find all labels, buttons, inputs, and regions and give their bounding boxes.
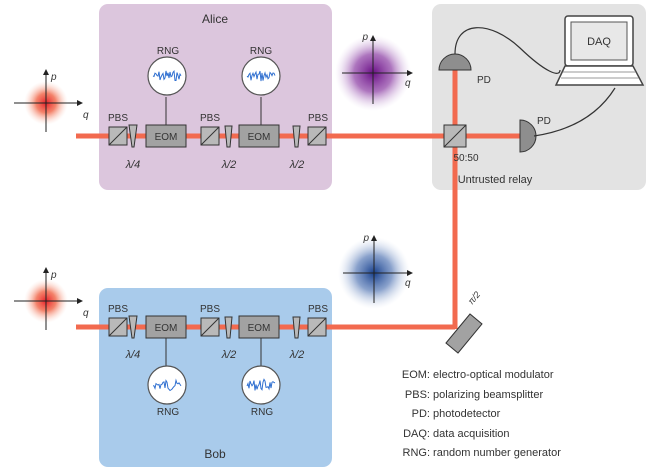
legend-text: data acquisition	[430, 427, 510, 440]
bob-pbs-3: PBS	[307, 304, 328, 337]
bob-half-waveplate-1: λ/2	[221, 316, 237, 361]
alice-rng-1: RNG	[147, 46, 187, 96]
axis-q-label: q	[83, 110, 89, 121]
photodetector-right: PD	[519, 116, 551, 153]
cable-right	[533, 87, 616, 137]
svg-text:EOM: EOM	[155, 132, 178, 143]
alice-eom-2: EOM	[238, 97, 280, 148]
alice-source-state: p q	[14, 69, 89, 132]
relay-components: 50:50 PD PD DAQ	[438, 15, 645, 164]
alice-pbs-1: PBS	[108, 113, 128, 146]
svg-text:λ/2: λ/2	[289, 159, 305, 171]
axis-p-label: p	[50, 72, 57, 83]
svg-text:EOM: EOM	[248, 132, 271, 143]
bob-half-waveplate-2: λ/2	[289, 316, 305, 361]
axis-p-label: p	[362, 233, 369, 244]
bob-pbs-1: PBS	[108, 304, 128, 337]
svg-text:λ/4: λ/4	[125, 159, 141, 171]
svg-text:λ/2: λ/2	[221, 349, 237, 361]
legend-key: RNG:	[402, 447, 431, 459]
bob-modulated-state: p q	[338, 233, 413, 309]
daq-laptop: DAQ	[554, 15, 645, 86]
legend-text: electro-optical modulator	[430, 369, 554, 381]
legend-row: DAQ: data acquisition	[378, 425, 561, 445]
legend-row: EOM: electro-optical modulator	[378, 366, 561, 386]
alice-quarter-waveplate: λ/4	[125, 124, 141, 171]
svg-text:RNG: RNG	[157, 46, 179, 57]
svg-text:EOM: EOM	[155, 323, 178, 334]
alice-rng-2: RNG	[241, 46, 281, 96]
legend-row: RNG: random number generator	[378, 444, 561, 464]
photodetector-top: PD	[438, 53, 491, 86]
legend-key: EOM:	[401, 369, 430, 381]
svg-text:PBS: PBS	[200, 113, 220, 124]
svg-text:RNG: RNG	[157, 407, 179, 418]
alice-half-waveplate-1: λ/2	[221, 125, 237, 171]
legend-text: photodetector	[430, 408, 501, 420]
svg-text:PBS: PBS	[108, 304, 128, 315]
svg-text:PBS: PBS	[200, 304, 220, 315]
bob-optics: PBS λ/4 EOM PBS λ/2 EOM λ/2	[108, 304, 328, 418]
relay-label: Untrusted relay	[458, 174, 533, 186]
alice-eom-1: EOM	[145, 97, 187, 148]
alice-pbs-2: PBS	[200, 113, 220, 146]
svg-text:RNG: RNG	[251, 407, 273, 418]
axis-p-label: p	[361, 32, 368, 43]
svg-text:λ/2: λ/2	[289, 349, 305, 361]
bob-eom-1: EOM	[145, 315, 187, 366]
bob-label: Bob	[204, 447, 226, 461]
svg-text:EOM: EOM	[248, 323, 271, 334]
bob-eom-2: EOM	[238, 315, 280, 366]
axis-q-label: q	[405, 78, 411, 89]
alice-half-waveplate-2: λ/2	[289, 125, 305, 171]
alice-optics: PBS λ/4 EOM PBS λ/2 EOM	[108, 46, 328, 171]
legend-row: PD: photodetector	[378, 405, 561, 425]
svg-text:50:50: 50:50	[453, 153, 478, 164]
legend-key: DAQ:	[403, 427, 430, 440]
phase-shift-mirror: π/2	[445, 289, 483, 354]
legend-key: PD:	[411, 408, 430, 420]
bob-rng-2: RNG	[241, 365, 281, 418]
svg-text:λ/2: λ/2	[221, 159, 237, 171]
legend-text: polarizing beamsplitter	[430, 388, 544, 401]
cable-top	[454, 27, 561, 74]
legend-key: PBS:	[404, 388, 430, 401]
phase-label: π/2	[466, 289, 482, 306]
axis-q-label: q	[83, 308, 89, 319]
svg-text:RNG: RNG	[250, 46, 272, 57]
svg-text:PBS: PBS	[308, 304, 328, 315]
axis-q-label: q	[405, 278, 411, 289]
legend-row: PBS: polarizing beamsplitter	[378, 386, 561, 406]
bob-pbs-2: PBS	[200, 304, 220, 337]
axis-p-label: p	[50, 270, 57, 281]
svg-text:PD: PD	[477, 75, 491, 86]
relay-beamsplitter: 50:50	[443, 124, 479, 164]
svg-text:PBS: PBS	[308, 113, 328, 124]
svg-text:PBS: PBS	[108, 113, 128, 124]
svg-text:PD: PD	[537, 116, 551, 127]
svg-text:DAQ: DAQ	[587, 36, 611, 48]
alice-label: Alice	[202, 12, 228, 26]
alice-pbs-3: PBS	[307, 113, 328, 146]
alice-modulated-state: p q	[335, 32, 413, 111]
legend-text: random number generator	[430, 447, 561, 459]
bob-rng-1: RNG	[147, 365, 187, 418]
bob-quarter-waveplate: λ/4	[125, 315, 141, 361]
bob-source-state: p q	[14, 267, 89, 330]
svg-text:λ/4: λ/4	[125, 349, 141, 361]
